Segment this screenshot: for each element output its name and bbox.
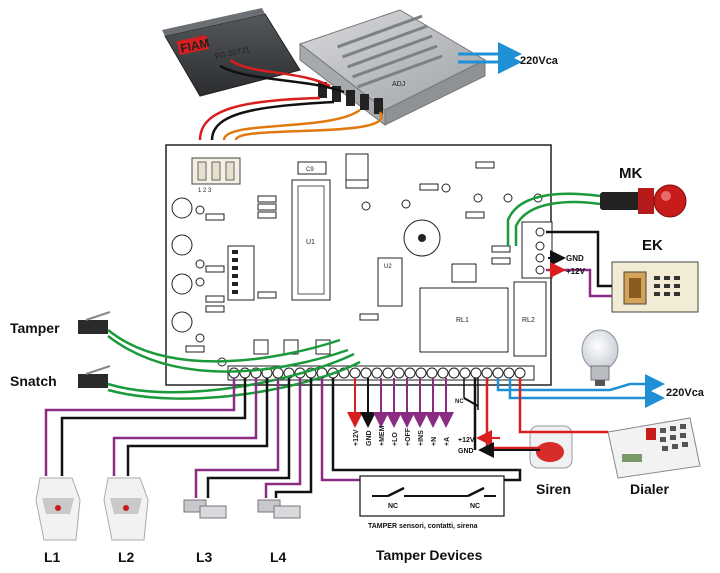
snatch-label: Snatch <box>10 373 57 389</box>
output-terminals <box>347 378 454 428</box>
mk-wires <box>506 192 601 246</box>
snatch-switch: Snatch <box>10 365 111 389</box>
tamper-label: Tamper <box>10 320 60 336</box>
mk-key-reader: MK <box>600 165 687 218</box>
ek-wires <box>546 230 612 298</box>
lamp <box>581 329 619 386</box>
psu-label: ADJ <box>392 81 405 88</box>
svg-text:RL2: RL2 <box>522 317 535 324</box>
l1-label: L1 <box>44 549 61 565</box>
ek-label: EK <box>642 237 663 254</box>
ek-12v-label: +12V <box>566 267 586 276</box>
terminal-strip <box>228 367 526 379</box>
siren-dialer-wires <box>473 378 608 458</box>
svg-text:1 2 3: 1 2 3 <box>198 188 212 194</box>
terminal-label-a: +A <box>444 437 451 446</box>
terminal-label-n: +N <box>431 437 438 446</box>
l3-label: L3 <box>196 549 213 565</box>
siren-gnd-label: GND <box>458 448 474 455</box>
ac-top-label: 220Vca <box>520 55 559 67</box>
dialer-label: Dialer <box>630 481 669 497</box>
svg-text:C9: C9 <box>306 167 314 173</box>
dialer: Dialer <box>607 417 701 497</box>
tamper-box-text: TAMPER sensori, contatti, sirena <box>368 523 478 530</box>
ek-keypad: EK <box>611 237 699 313</box>
battery: FIAM FG 20721 <box>162 8 301 97</box>
tamper-nc2-label: NC <box>470 503 480 510</box>
tamper-devices: NC NC TAMPER sensori, contatti, sirena T… <box>320 378 522 563</box>
terminal-label-off: +OFF <box>405 427 412 446</box>
l2-label: L2 <box>118 549 135 565</box>
tamper-nc1-label: NC <box>388 503 398 510</box>
ac-output-bottom: 220Vca <box>496 374 705 408</box>
terminal-label-mem: +MEM <box>379 425 386 446</box>
magnetic-contact-l4: L4 <box>257 499 301 565</box>
power-supply: ADJ <box>298 9 487 127</box>
pir-detector-l2: L2 <box>103 477 149 565</box>
l4-label: L4 <box>270 549 287 565</box>
ac-input-top: 220Vca <box>458 42 559 74</box>
terminal-label-gnd: GND <box>366 430 373 446</box>
siren-label: Siren <box>536 481 571 497</box>
power-wires <box>198 58 383 141</box>
terminal-label-ins: +INS <box>418 430 425 446</box>
board-nc-label: NC <box>455 399 464 405</box>
svg-text:U1: U1 <box>306 239 315 246</box>
svg-text:RL1: RL1 <box>456 317 469 324</box>
battery-brand: FIAM <box>179 36 211 56</box>
mk-label: MK <box>619 165 642 182</box>
magnetic-contact-l3: L3 <box>183 499 227 565</box>
siren: Siren <box>529 425 573 497</box>
tamper-devices-label: Tamper Devices <box>376 547 483 563</box>
detector-wires <box>44 378 313 498</box>
ac-bottom-label: 220Vca <box>666 387 705 399</box>
pir-detector-l1: L1 <box>35 477 81 565</box>
ek-gnd-label: GND <box>566 254 584 263</box>
svg-text:U2: U2 <box>384 264 392 270</box>
siren-12v-label: +12V <box>458 437 475 444</box>
control-board: 1 2 3 U1 U2 C9 RL1 RL2 <box>165 144 553 386</box>
terminal-label-12v: +12V <box>353 429 360 446</box>
terminal-label-lo: +LO <box>392 432 399 446</box>
tamper-switch: Tamper <box>10 311 111 336</box>
output-terminal-labels: +12V GND +MEM +LO +OFF +INS +N +A <box>353 425 451 446</box>
